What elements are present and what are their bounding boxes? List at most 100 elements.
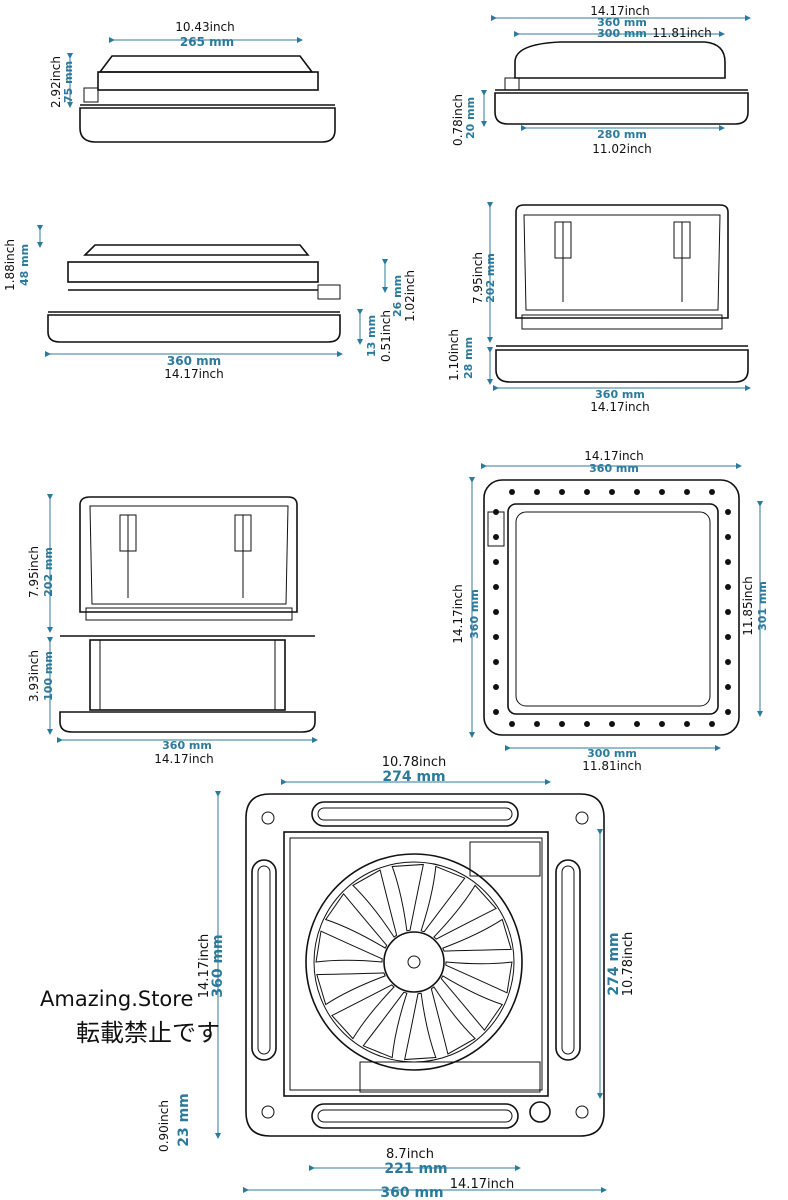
- mounting-hole: [493, 634, 499, 640]
- v4-side-mm2: 28 mm: [462, 337, 475, 379]
- v3-bottom-inch: 14.17inch: [164, 367, 224, 381]
- v5-side-mm2: 100 mm: [42, 651, 55, 701]
- mounting-hole: [709, 721, 715, 727]
- view-open-extended: 7.95inch 202 mm 3.93inch 100 mm 360 mm 1…: [27, 494, 318, 766]
- v7-left-mm: 360 mm: [210, 934, 226, 997]
- v6-top-mm: 360 mm: [589, 462, 639, 475]
- v6-right-mm: 301 mm: [756, 581, 769, 631]
- mounting-hole: [584, 721, 590, 727]
- mounting-hole: [725, 709, 731, 715]
- mounting-hole: [493, 584, 499, 590]
- v7-bot-mm: 221 mm: [384, 1161, 447, 1177]
- v7-left-inch: 14.17inch: [197, 934, 212, 998]
- mounting-hole: [559, 489, 565, 495]
- v2-top-inch2: 11.81inch: [652, 26, 712, 40]
- mounting-holes: [493, 489, 731, 727]
- mounting-hole: [584, 489, 590, 495]
- v7-top-inch: 10.78inch: [382, 755, 446, 770]
- v3-right-mm1: 26 mm: [391, 275, 404, 317]
- v3-side-mm: 48 mm: [18, 244, 31, 286]
- v7-bot-inch: 8.7inch: [386, 1147, 434, 1162]
- v3-side-inch: 1.88inch: [3, 239, 17, 291]
- view-side-profile-2: 14.17inch 360 mm 300 mm 11.81inch 0.78in…: [451, 4, 751, 156]
- v5-side-mm1: 202 mm: [42, 547, 55, 597]
- mounting-hole: [493, 659, 499, 665]
- v2-top-inch: 14.17inch: [590, 4, 650, 18]
- v5-side-inch2: 3.93inch: [27, 650, 41, 702]
- mounting-hole: [534, 721, 540, 727]
- v6-left-inch: 14.17inch: [451, 584, 465, 644]
- v2-side-inch: 0.78inch: [451, 94, 465, 146]
- view-side-profile-3: 1.88inch 48 mm 26 mm 1.02inch 13 mm 0.51…: [3, 225, 417, 381]
- v4-bottom-mm: 360 mm: [595, 388, 645, 401]
- v5-bottom-inch: 14.17inch: [154, 752, 214, 766]
- mounting-hole: [559, 721, 565, 727]
- view-top-frame: 14.17inch 360 mm 14.17inch 360 mm 11.85i…: [451, 449, 769, 773]
- v5-side-inch1: 7.95inch: [27, 546, 41, 598]
- fan-blade: [391, 863, 424, 932]
- v6-left-mm: 360 mm: [468, 589, 481, 639]
- fan-blade: [430, 986, 476, 1055]
- mounting-hole: [634, 721, 640, 727]
- v5-bottom-mm: 360 mm: [162, 739, 212, 752]
- v7-base-inch: 14.17inch: [450, 1177, 514, 1192]
- mounting-hole: [609, 489, 615, 495]
- fan-blade: [331, 984, 395, 1040]
- fan-blade: [445, 961, 513, 994]
- v3-right-mm2: 13 mm: [365, 315, 378, 357]
- fan-blade: [316, 972, 386, 1006]
- fan-blade: [352, 869, 398, 938]
- mounting-hole: [534, 489, 540, 495]
- mounting-hole: [659, 489, 665, 495]
- fan-blade: [420, 865, 466, 933]
- v4-side-inch2: 1.10inch: [447, 329, 461, 381]
- mounting-hole: [493, 684, 499, 690]
- mounting-hole: [659, 721, 665, 727]
- v7-top-mm: 274 mm: [382, 769, 445, 785]
- watermark-line-1: Amazing.Store: [40, 987, 194, 1011]
- v2-top-mm1: 360 mm: [597, 16, 647, 29]
- fan-blade: [362, 991, 408, 1059]
- mounting-hole: [725, 584, 731, 590]
- mounting-hole: [634, 489, 640, 495]
- fan-blades: [315, 863, 513, 1061]
- mounting-hole: [725, 659, 731, 665]
- fan-blade: [324, 893, 388, 949]
- v2-top-mm2: 300 mm: [597, 27, 647, 40]
- mounting-hole: [725, 509, 731, 515]
- v1-side-mm: 75 mm: [62, 61, 75, 103]
- v1-top-mm: 265 mm: [180, 35, 234, 49]
- watermark-line-2: 転載禁止です: [76, 1019, 220, 1047]
- mounting-hole: [725, 559, 731, 565]
- v3-bottom-mm: 360 mm: [167, 354, 221, 368]
- mounting-hole: [684, 721, 690, 727]
- v4-side-inch1: 7.95inch: [471, 252, 485, 304]
- fan-blade: [440, 975, 504, 1031]
- mounting-hole: [493, 509, 499, 515]
- v7-right-mm: 274 mm: [606, 932, 622, 995]
- mounting-hole: [684, 489, 690, 495]
- fan-blade: [315, 930, 383, 963]
- mounting-hole: [509, 489, 515, 495]
- v1-top-inch: 10.43inch: [175, 20, 235, 34]
- v6-right-inch: 11.85inch: [741, 576, 755, 636]
- view-fan-bottom: 10.78inch 274 mm 14.17inch 360 mm 274 mm…: [157, 755, 636, 1200]
- fan-blade: [404, 992, 437, 1061]
- mounting-hole: [725, 684, 731, 690]
- mounting-hole: [725, 634, 731, 640]
- v3-right-inch2: 0.51inch: [379, 310, 393, 362]
- fan-blade: [433, 884, 497, 940]
- mounting-hole: [709, 489, 715, 495]
- mounting-hole: [493, 559, 499, 565]
- v4-side-mm1: 202 mm: [484, 253, 497, 303]
- v3-right-inch1: 1.02inch: [403, 270, 417, 322]
- v4-bottom-inch: 14.17inch: [590, 400, 650, 414]
- v2-bottom-mm: 280 mm: [597, 128, 647, 141]
- view-side-profile: 10.43inch 265 mm 2.92inch 75 mm: [49, 20, 336, 143]
- v1-side-inch: 2.92inch: [49, 56, 63, 108]
- mounting-hole: [493, 534, 499, 540]
- mounting-hole: [609, 721, 615, 727]
- v6-top-inch: 14.17inch: [584, 449, 644, 463]
- mounting-hole: [725, 534, 731, 540]
